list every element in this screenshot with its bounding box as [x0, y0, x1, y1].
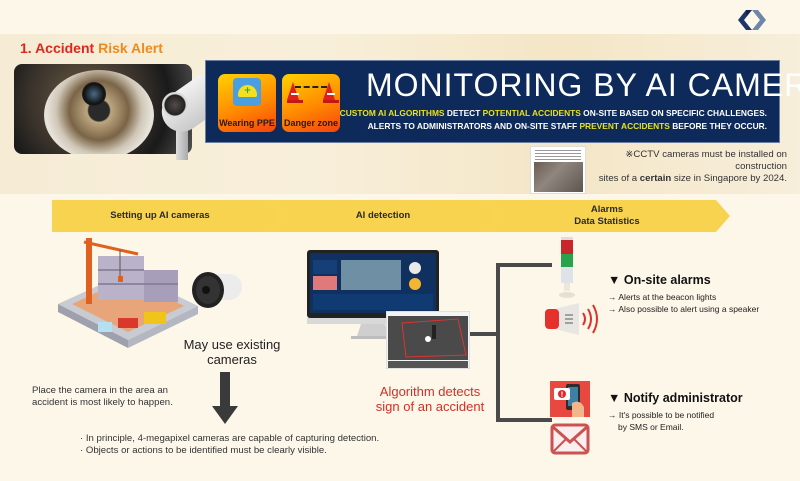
step-alarms: Alarms Data Statistics	[484, 200, 730, 232]
highlight-text: POTENTIAL ACCIDENTS	[482, 108, 581, 118]
cctv-regulation-note: ※CCTV cameras must be installed on const…	[592, 149, 787, 185]
banner-subtitle-line2: ALERTS TO ADMINISTRATORS AND ON-SITE STA…	[340, 120, 767, 133]
step-label-line1: Alarms	[590, 204, 624, 215]
highlight-text: CUSTOM AI ALGORITHMS	[339, 108, 445, 118]
subtitle-text: ALERTS TO ADMINISTRATORS AND ON-SITE STA…	[367, 121, 580, 131]
subtitle-text: BEFORE THEY OCCUR.	[669, 121, 767, 131]
detection-camera-feed	[386, 311, 470, 369]
news-clipping-thumbnail	[530, 146, 586, 194]
step-label: Alarms Data Statistics	[498, 200, 716, 232]
badge-label: Danger zone	[283, 118, 338, 128]
dome-camera-photo	[14, 64, 192, 154]
banner-subtitle-line1: CUSTOM AI ALGORITHMS DETECT POTENTIAL AC…	[340, 107, 767, 120]
placement-line1: Place the camera in the area an	[32, 385, 168, 396]
notify-line1: → It's possible to be notified	[608, 410, 715, 420]
step-label: AI detection	[355, 210, 411, 221]
banner-title: MONITORING BY AI CAMERA	[366, 67, 800, 103]
algorithm-detects-caption: Algorithm detects sign of an accident	[360, 384, 500, 414]
section-title: 1. Accident Risk Alert	[20, 40, 163, 56]
monitoring-banner: + Wearing PPE Danger zone MONITORING BY …	[205, 60, 800, 143]
badge-danger-zone: Danger zone	[282, 74, 340, 132]
camera-lens-icon	[82, 82, 106, 106]
badge-wearing-ppe: + Wearing PPE	[218, 74, 276, 132]
requirements-list: In principle, 4-megapixel cameras are ca…	[80, 433, 379, 457]
security-camera-icon	[192, 272, 242, 308]
note-line2: sites of a certain size in Singapore by …	[592, 173, 787, 185]
camera-placement-text: Place the camera in the area an accident…	[32, 385, 173, 409]
onsite-alarms-details: → Alerts at the beacon lights → Also pos…	[608, 291, 759, 315]
subtitle-text: ON-SITE BASED ON SPECIFIC CHALLENGES.	[580, 108, 767, 118]
onsite-alarm-line: → Alerts at the beacon lights	[608, 292, 717, 302]
note-text: sites of a	[598, 173, 640, 184]
section-title-part1: Accident	[35, 40, 95, 56]
may-use-line1: May use existing	[183, 337, 281, 352]
down-arrow-icon	[212, 372, 238, 424]
notify-administrator-heading: ▼ Notify administrator	[608, 391, 743, 405]
caption-line2: sign of an accident	[375, 399, 485, 414]
list-item: In principle, 4-megapixel cameras are ca…	[80, 433, 379, 445]
section-number: 1.	[20, 40, 32, 56]
construction-site-icon	[58, 238, 198, 348]
may-use-line2: cameras	[207, 352, 257, 367]
step-label: Setting up AI cameras	[110, 210, 210, 221]
onsite-alarms-heading: ▼ On-site alarms	[608, 273, 711, 287]
section-title-part2: Risk Alert	[98, 40, 163, 56]
note-emphasis: certain	[639, 173, 672, 184]
top-band	[0, 0, 800, 34]
hard-hat-icon: +	[233, 78, 261, 106]
highlight-text: PREVENT ACCIDENTS	[579, 121, 670, 131]
email-icon	[550, 423, 590, 455]
banner-subtitle: CUSTOM AI ALGORITHMS DETECT POTENTIAL AC…	[340, 107, 767, 133]
notify-line2: by SMS or Email.	[618, 422, 684, 432]
beacon-light-icon	[559, 237, 575, 298]
step-ai-detection: AI detection	[268, 200, 498, 232]
step-label-line2: Data Statistics	[574, 216, 640, 227]
badge-label: Wearing PPE	[219, 118, 275, 128]
notify-administrator-details: → It's possible to be notified by SMS or…	[608, 409, 714, 433]
note-text: size in Singapore by 2024.	[671, 173, 787, 184]
speaker-alarm-icon	[545, 303, 598, 335]
step-setting-up: Setting up AI cameras	[52, 200, 282, 232]
flow-connector	[470, 263, 552, 422]
subtitle-text: DETECT	[444, 108, 483, 118]
may-use-existing-cameras: May use existing cameras	[172, 337, 292, 367]
phone-alert-icon	[550, 381, 590, 417]
note-line1: ※CCTV cameras must be installed on const…	[625, 149, 787, 172]
monitor-dashboard-icon	[307, 250, 439, 339]
onsite-alarm-line: → Also possible to alert using a speaker	[608, 304, 760, 314]
caption-line1: Algorithm detects	[379, 384, 481, 399]
placement-line2: accident is most likely to happen.	[32, 397, 173, 408]
list-item: Objects or actions to be identified must…	[80, 445, 379, 457]
company-logo-icon	[738, 10, 766, 30]
